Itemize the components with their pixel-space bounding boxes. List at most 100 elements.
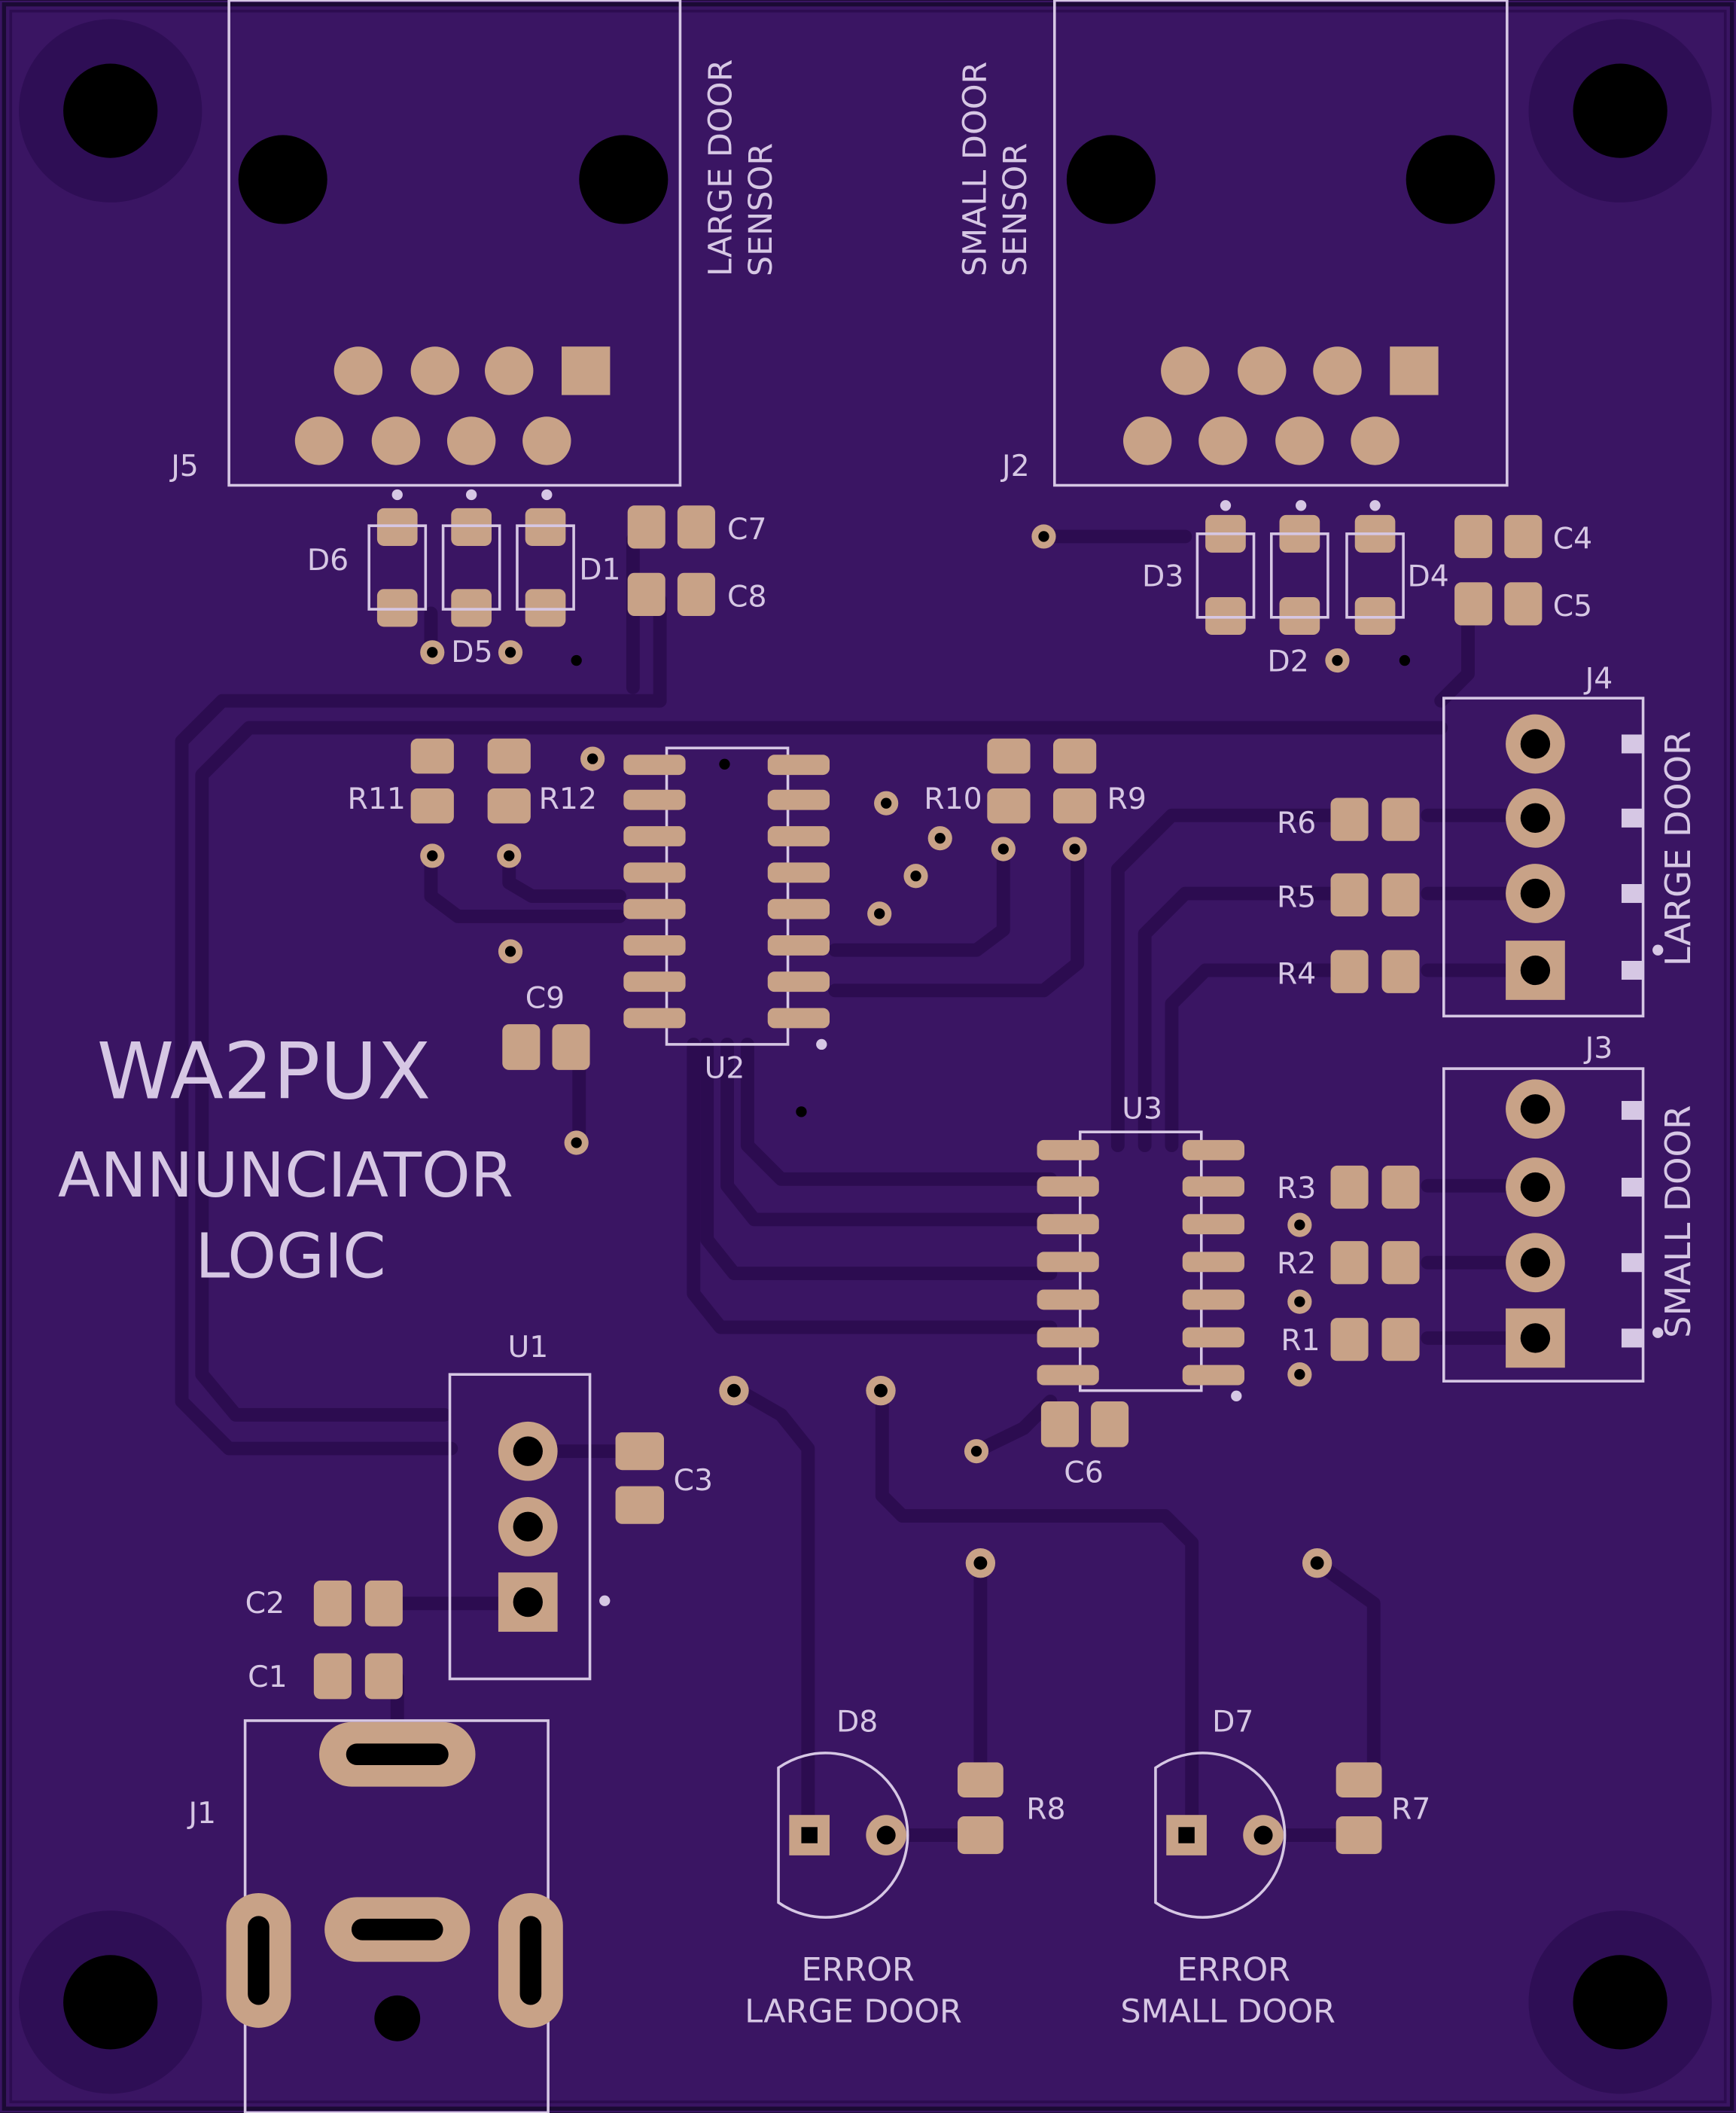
- trace-r5-u3: [1138, 886, 1341, 1153]
- u3-pad: [1037, 1289, 1099, 1310]
- refdes-u2: U2: [705, 1051, 745, 1086]
- via: [874, 791, 899, 816]
- u2-outline: [665, 746, 790, 1046]
- refdes-r5: R5: [1277, 880, 1316, 914]
- j3-pin-hole: [1520, 1323, 1551, 1353]
- u2-pad: [767, 1008, 830, 1029]
- small-door-sensor-label-1: SMALL DOOR: [957, 62, 994, 277]
- r3-pad-left: [1330, 1165, 1369, 1209]
- via: [1302, 1547, 1332, 1578]
- refdes-j2: J2: [1000, 449, 1030, 483]
- d8-outline: [777, 1752, 909, 1919]
- u2-pad: [623, 898, 686, 919]
- board-title: WA2PUX: [97, 1026, 431, 1117]
- r5-pad-right: [1381, 873, 1420, 916]
- r12-pad-bottom: [487, 788, 531, 824]
- d6-outline: [367, 524, 428, 611]
- via: [1287, 1212, 1312, 1237]
- u1-pin-hole: [513, 1587, 543, 1618]
- u2-pad: [623, 935, 686, 956]
- u3-pad: [1182, 1364, 1245, 1386]
- trace-ground-ring: [175, 694, 667, 1456]
- via: [1287, 1289, 1312, 1314]
- refdes-d7: D7: [1212, 1704, 1253, 1739]
- j5-pin: [446, 416, 496, 465]
- u2-pad: [767, 935, 830, 956]
- u3-pad: [1037, 1252, 1099, 1273]
- via: [964, 1439, 989, 1464]
- refdes-c1: C1: [248, 1660, 288, 1694]
- refdes-c5: C5: [1553, 589, 1593, 624]
- r6-pad-right: [1381, 797, 1420, 841]
- j3-outline: [1442, 1067, 1645, 1383]
- via: [1287, 1362, 1312, 1387]
- u3-pad: [1182, 1214, 1245, 1235]
- connector-j3: [1442, 1067, 1664, 1383]
- trace-r7: [1310, 1556, 1381, 1785]
- refdes-r6: R6: [1277, 806, 1316, 840]
- refdes-c9: C9: [525, 981, 565, 1016]
- mounting-holes: [19, 19, 1712, 2094]
- r4-pad-right: [1381, 950, 1420, 993]
- silk-dots: [391, 489, 1411, 1117]
- j5-pin-square: [562, 346, 611, 395]
- c1-pad-left: [313, 1653, 352, 1700]
- u2-pad: [767, 755, 830, 776]
- j5-mount-hole-right: [579, 135, 669, 224]
- refdes-d8: D8: [836, 1704, 878, 1739]
- r10-pad-bottom: [987, 788, 1031, 824]
- r9-pad-bottom: [1052, 788, 1097, 824]
- r8-pad-top: [957, 1762, 1004, 1797]
- j2-pin: [1275, 416, 1324, 465]
- r11-pad-top: [410, 738, 454, 774]
- r1-pad-left: [1330, 1318, 1369, 1361]
- j2-body: [1052, 0, 1509, 487]
- refdes-d5: D5: [451, 635, 492, 669]
- silk-dot: [1399, 654, 1411, 666]
- trace-u2-u3-a: [740, 1037, 1058, 1186]
- c5-pad-left: [1454, 582, 1493, 626]
- led-large-label-1: ERROR: [801, 1951, 914, 1989]
- resistors-r6-r4: [1330, 797, 1420, 993]
- u2-pad: [623, 789, 686, 810]
- j5-pin: [371, 416, 421, 465]
- j2-pin: [1238, 346, 1287, 395]
- refdes-r2: R2: [1277, 1246, 1316, 1281]
- cap-c9: [502, 1024, 590, 1070]
- resistors-r3-r1: [1330, 1165, 1420, 1361]
- refdes-d2: D2: [1267, 644, 1308, 678]
- refdes-r12: R12: [539, 782, 597, 816]
- r9-pad-top: [1052, 738, 1097, 774]
- trace-r6-u3: [1110, 808, 1341, 1153]
- trace-u2-u3-d: [687, 1037, 1058, 1334]
- j3-tab: [1621, 1328, 1643, 1348]
- u3-pad: [1037, 1176, 1099, 1197]
- c5-pad-right: [1504, 582, 1543, 626]
- refdes-c2: C2: [245, 1586, 285, 1621]
- u3-pad: [1182, 1176, 1245, 1197]
- d5-outline: [441, 524, 501, 611]
- trace-u2-r12: [502, 849, 626, 904]
- diodes-large-outline: [367, 524, 575, 611]
- via: [991, 837, 1016, 861]
- caps-c4-c5: [1454, 514, 1543, 626]
- via: [498, 939, 523, 964]
- r2-pad-right: [1381, 1241, 1420, 1285]
- silk-dot: [1369, 500, 1381, 511]
- silk-dot: [1296, 500, 1307, 511]
- j2-pin-square: [1390, 346, 1439, 395]
- r11-pad-bottom: [410, 788, 454, 824]
- u3-pads: [1037, 1139, 1245, 1386]
- c4-pad-right: [1504, 514, 1543, 559]
- j1-locating-hole: [374, 1995, 421, 2041]
- small-door-sensor-label-2: SENSOR: [997, 143, 1034, 276]
- u2-pad: [767, 826, 830, 846]
- board-subtitle-2: LOGIC: [195, 1221, 385, 1292]
- u2-pad: [623, 1008, 686, 1029]
- via: [866, 1375, 896, 1406]
- u2-pin1-dot: [816, 1038, 827, 1050]
- silk-dot: [465, 489, 477, 501]
- j4-tab: [1621, 884, 1643, 904]
- caps-c2-c1: [313, 1580, 403, 1700]
